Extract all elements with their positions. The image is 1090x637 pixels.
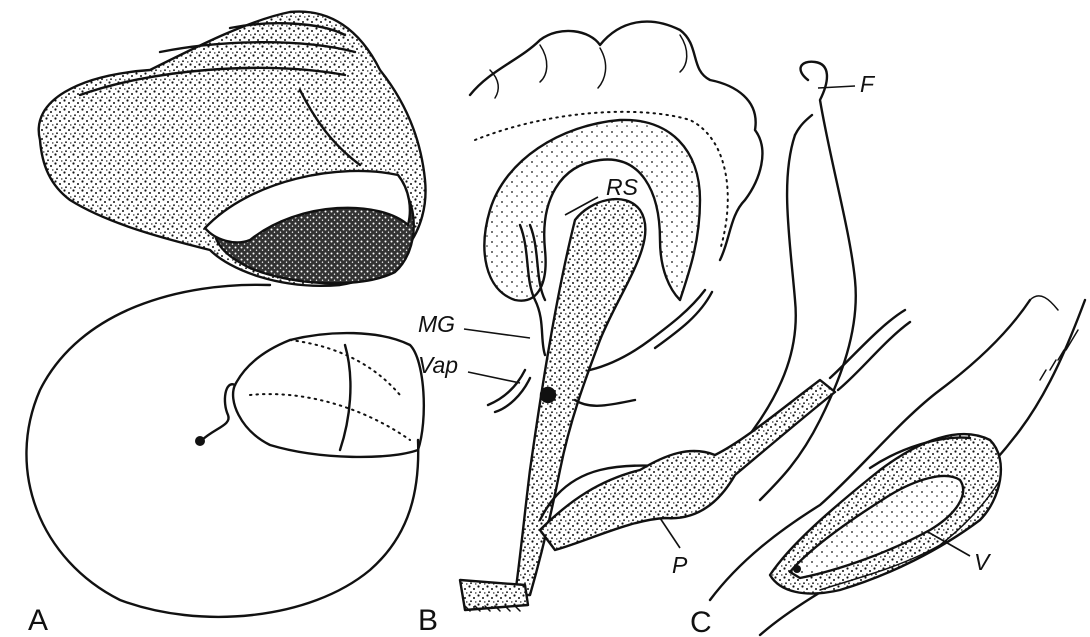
label-p: P [672,552,688,578]
label-vap: Vap [418,352,458,378]
vaginal-appendage [488,370,530,412]
shell-umbilical-view [26,285,423,617]
shell-side-view [39,12,426,286]
panel-c: V C [690,296,1085,637]
panel-label-a: A [28,604,48,637]
umbilicus-mark [195,436,205,446]
panel-a: A [26,12,425,637]
label-f: F [860,71,876,97]
panel-label-c: C [690,606,712,637]
panel-label-b: B [418,604,438,637]
label-rs: RS [606,174,639,200]
label-v: V [974,549,992,575]
label-mg: MG [418,311,455,337]
